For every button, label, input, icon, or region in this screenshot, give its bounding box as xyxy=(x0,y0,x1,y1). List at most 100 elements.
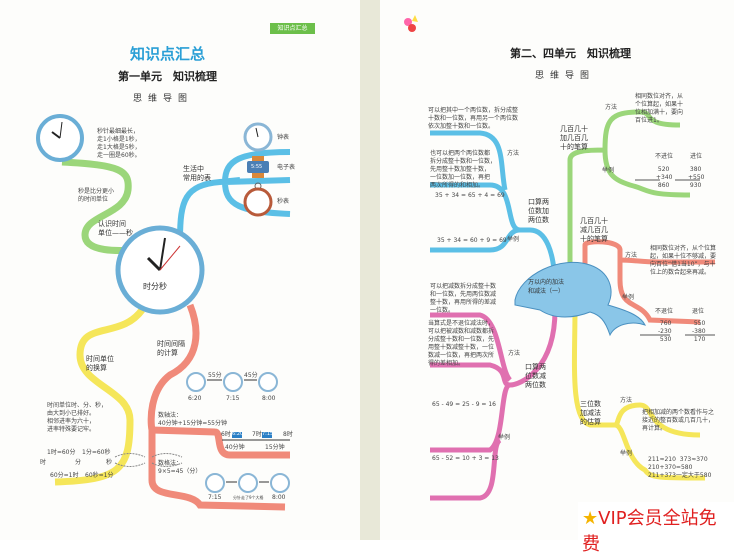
blue-branch xyxy=(177,149,291,241)
estimate-ex: 211≈210 373≈370 210+370=580 211+373一定大于5… xyxy=(648,456,712,479)
add3-ex1: 520 +340 860 xyxy=(656,166,673,189)
page-title: 知识点汇总 xyxy=(130,45,206,63)
unit-title: 第二、四单元 知识梳理 xyxy=(510,47,631,60)
estimate-example: 举例 xyxy=(620,450,633,457)
watch-type-clock: 钟表 xyxy=(277,134,290,141)
add2-ex2: 35 + 34 = 60 + 9 = 69 xyxy=(437,237,507,244)
interval-clocks xyxy=(186,372,290,493)
add3-header: 进位 xyxy=(690,153,703,160)
green-branch xyxy=(61,158,136,255)
book-gutter xyxy=(360,0,380,540)
conversion-rhyme: 时间单位时、分、秒， 由大到小已排好。 相邻进率为六十， 进率特殊要记牢。 xyxy=(47,402,108,433)
tick-label: 8时 xyxy=(283,431,293,438)
left-page: 知识点汇总 知识点汇总 第一单元 知识梳理 思维导图 秒针最细最长， 走1小格是… xyxy=(0,0,360,540)
unit-hour: 时 xyxy=(40,459,47,466)
mark-label: 6:20 xyxy=(232,431,244,437)
sub3-header: 退位 xyxy=(692,308,705,315)
unit-minute: 分 xyxy=(75,459,82,466)
sub3-method: 方法 xyxy=(625,252,638,259)
digital-display: 5:55 xyxy=(251,164,263,170)
watermark-text: VIP会员全站免费 xyxy=(582,508,717,555)
time-label: 6:20 xyxy=(188,395,202,402)
sub3-ex2: 550 -380 170 xyxy=(692,320,706,343)
add2-method: 方法 xyxy=(507,150,520,157)
time-label: 8:00 xyxy=(262,395,276,402)
sub2-text1: 可以把减数拆分成整十数 和一位数，先用两位数减 整十数，再用所得的差减 一位数。 xyxy=(430,283,497,314)
sub3-example: 举例 xyxy=(622,294,635,301)
add3-example: 举例 xyxy=(602,167,615,174)
clock-icon-top xyxy=(36,114,84,162)
watch-type-stopwatch: 秒表 xyxy=(277,198,290,205)
green-branch xyxy=(567,109,691,280)
sub2-text2: 当算式是不退位减法时， 可以把被减数和减数都拆 分成整十数和一位数，先 用整十数… xyxy=(428,320,495,367)
sub2-ex1: 65 - 49 = 25 - 9 = 16 xyxy=(432,401,496,408)
conv-s-m: 60秒=1分 xyxy=(85,472,114,479)
number-line-method: 数轴法： 40分钟+15分钟=55分钟 xyxy=(158,412,227,427)
blue-branch xyxy=(430,130,558,291)
conv-h-m: 1时=60分 xyxy=(47,449,76,456)
add2-text1: 可以把其中一个两位数，拆分成整 十数和一位数，再用另一个两位数 依次加整十数和一… xyxy=(428,107,519,130)
center-topic: 时分秒 xyxy=(143,282,167,291)
conv-m-h: 60分=1时 xyxy=(50,472,79,479)
estimate-text: 把相加减的两个数看作与之 接近的整百数或几百几十， 再计算。 xyxy=(642,409,715,432)
branch-sub2: 口算两 位数减 两位数 xyxy=(525,363,546,389)
grid-method: 数格法： 9×5=45（分） xyxy=(158,460,202,475)
add3-header: 不进位 xyxy=(655,153,674,160)
clock-icon-center xyxy=(115,225,205,315)
mark-label: 7:15 xyxy=(262,431,274,437)
grid-label: 7:15 xyxy=(208,494,222,501)
sub2-example: 举例 xyxy=(498,434,511,441)
arrows xyxy=(207,379,269,483)
digital-watch-icon xyxy=(247,156,269,178)
unit-title: 第一单元 知识梳理 xyxy=(118,70,217,83)
conversion-arcs xyxy=(114,453,183,467)
arrow-label: 55分 xyxy=(208,372,222,379)
red-branch xyxy=(147,303,290,511)
center-topic: 万以内的加法 和减法（一） xyxy=(528,279,565,295)
branch-common-watches: 生活中 常用的表 xyxy=(183,165,211,182)
grid-label: 8:00 xyxy=(272,494,286,501)
yellow-branch xyxy=(54,307,145,486)
add3-method: 方法 xyxy=(605,104,618,111)
watch-type-digital: 电子表 xyxy=(277,164,296,171)
branch-interval: 时间间隔 的计算 xyxy=(157,340,185,357)
segment-label: 15分钟 xyxy=(265,444,285,451)
branch-estimate: 三位数 加减法 的估算 xyxy=(580,400,601,426)
sub3-ex1: 760 -230 530 xyxy=(658,320,672,343)
branch-conversion: 时间单位 的换算 xyxy=(86,355,114,372)
add3-ex2: 380 +550 930 xyxy=(688,166,705,189)
tick-label: 7时 xyxy=(252,431,262,438)
sub3-header: 不退位 xyxy=(655,308,674,315)
add3-text: 相同数位对齐，从 个位算起，如果十 位相加满十，要向 百位进1。 xyxy=(635,93,684,124)
add2-text2: 也可以把两个两位数都 拆分成整十数和一位数， 先用整十数加整十数， 一位数加一位… xyxy=(430,150,497,189)
sub3-text: 相同数位对齐，从个位算 起，如果十位不够减，要 向百位“借1当10”，与十 位上… xyxy=(650,245,717,276)
right-page: 第二、四单元 知识梳理 思维导图 万以内的加法 和减法（一） 可以把其中一个两位… xyxy=(380,0,734,540)
wall-clock-icon xyxy=(243,122,273,152)
branch-add2: 口算两 位数加 两位数 xyxy=(528,198,549,224)
star-logo-icon: ★ xyxy=(582,508,599,529)
segment-label: 40分钟 xyxy=(225,444,245,451)
section-tag: 知识点汇总 xyxy=(270,23,315,34)
subtitle: 思维导图 xyxy=(133,94,194,104)
branch-add3: 几百几十 加几百几 十的笔算 xyxy=(560,125,588,151)
subtitle: 思维导图 xyxy=(535,71,596,81)
unit-second: 秒 xyxy=(106,459,113,466)
add2-example: 举例 xyxy=(507,236,520,243)
right-mindmap-branches xyxy=(404,15,715,501)
dolphin-icon xyxy=(514,261,646,337)
branch-sub3: 几百几十 减几百几 十的笔算 xyxy=(580,217,608,243)
second-smaller-note: 秒是比分更小 的时间单位 xyxy=(78,188,115,203)
tick-label: 6时 xyxy=(221,431,231,438)
arrow-label: 45分 xyxy=(244,372,258,379)
second-description: 秒针最细最长， 走1小格是1秒， 走1大格是5秒， 走一圈是60秒。 xyxy=(97,128,141,159)
conv-m-s: 1分=60秒 xyxy=(82,449,111,456)
left-mindmap-branches xyxy=(36,114,291,511)
yellow-branch xyxy=(571,309,706,481)
add2-ex1: 35 + 34 = 65 + 4 = 69 xyxy=(435,192,505,199)
balloons-icon xyxy=(404,15,418,32)
vip-watermark[interactable]: ★VIP会员全站免费 xyxy=(578,502,734,558)
sub2-method: 方法 xyxy=(508,350,521,357)
time-label: 7:15 xyxy=(226,395,240,402)
sub2-ex2: 65 - 52 = 10 + 3 = 13 xyxy=(432,455,499,462)
branch-know-second: 认识时间 单位——秒 xyxy=(98,220,133,237)
